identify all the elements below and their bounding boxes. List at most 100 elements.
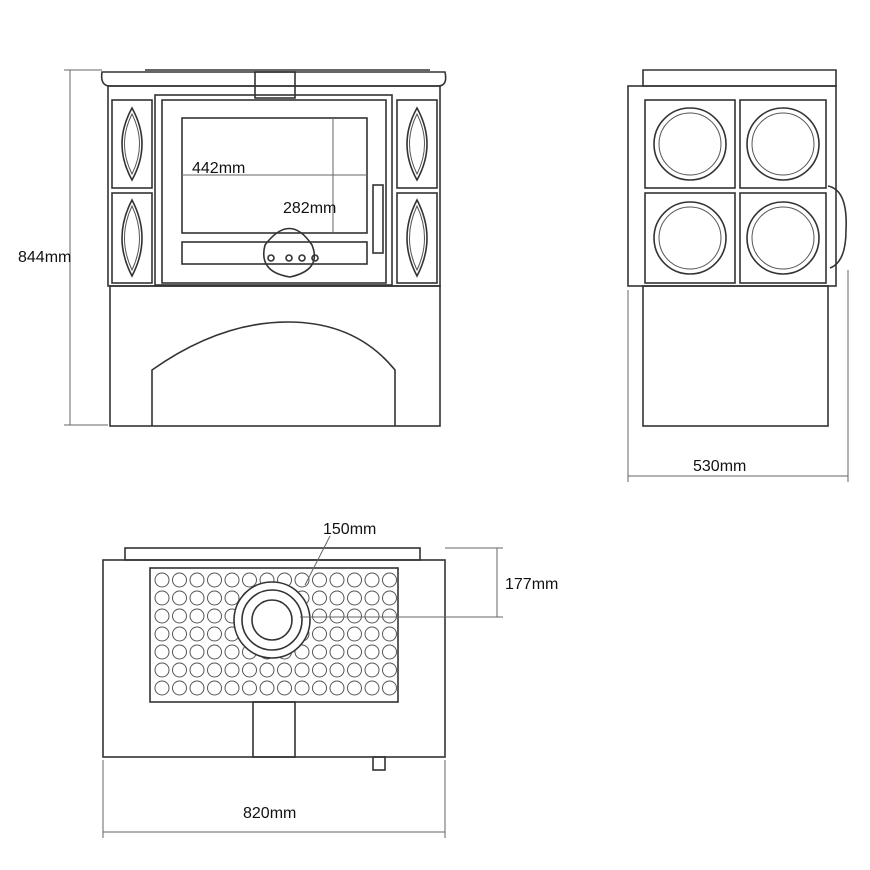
grate-hole: [382, 644, 397, 660]
grate-hole: [207, 608, 222, 624]
grate-hole: [329, 680, 345, 696]
left-tile-top: [111, 99, 153, 189]
right-tile-bottom: [396, 192, 438, 284]
grate-hole: [259, 680, 275, 696]
top-plate-center-block: [254, 71, 296, 99]
door: [161, 99, 387, 284]
side-base: [642, 285, 829, 427]
grate-hole: [294, 644, 310, 660]
flue-offset-dimension-line: [300, 547, 503, 618]
side-tile: [739, 192, 827, 284]
grate-hole: [259, 662, 275, 678]
depth-label: 530mm: [693, 458, 746, 475]
side-door-handle[interactable]: [827, 185, 847, 269]
grate-hole: [294, 572, 310, 588]
grate-hole: [312, 590, 327, 606]
grate-hole: [329, 608, 345, 624]
grate-hole: [172, 662, 187, 678]
front-view: 844mm 442mm 282mm: [18, 69, 447, 427]
grate-hole: [382, 662, 397, 678]
grate-hole: [312, 608, 327, 624]
depth-dimension-line: [627, 270, 849, 482]
glass-height-label: 282mm: [283, 200, 336, 217]
grate-hole: [154, 644, 170, 660]
grate-hole: [154, 626, 170, 642]
leaf-ornament-inner: [124, 112, 425, 272]
grate-hole: [172, 590, 187, 606]
grate-hole: [189, 590, 205, 606]
grate-hole: [189, 644, 205, 660]
flue-diameter-label: 150mm: [323, 521, 376, 538]
grate-hole: [312, 626, 327, 642]
grate-hole: [207, 590, 222, 606]
grate-hole: [347, 662, 362, 678]
flue-diameter-leader: [304, 535, 331, 586]
grate-hole: [364, 572, 380, 588]
grate-hole: [347, 644, 362, 660]
pipe-stub: [372, 756, 386, 771]
grate-hole: [382, 626, 397, 642]
side-tile: [644, 192, 736, 284]
flue-ring-inner: [251, 599, 293, 641]
grate-hole: [154, 608, 170, 624]
flue-ring: [241, 589, 303, 651]
grate-hole: [154, 572, 170, 588]
grate-hole: [382, 572, 397, 588]
control-panel: [263, 227, 316, 278]
grate-hole: [172, 644, 187, 660]
width-dimension-line: [102, 760, 446, 838]
grate-hole: [364, 626, 380, 642]
grate-hole: [347, 590, 362, 606]
grate-hole: [294, 662, 310, 678]
grate-hole: [294, 680, 310, 696]
grate-hole: [224, 662, 240, 678]
grate-hole: [189, 626, 205, 642]
grate-hole: [172, 572, 187, 588]
grate-hole: [347, 608, 362, 624]
grate-hole: [364, 680, 380, 696]
grate-hole: [329, 590, 345, 606]
grate-hole: [347, 626, 362, 642]
door-frame: [154, 94, 393, 286]
flue-ring-outer: [233, 581, 311, 659]
grate-hole: [242, 680, 257, 696]
side-tile: [644, 99, 736, 189]
grate-hole: [242, 662, 257, 678]
door-handle[interactable]: [372, 184, 384, 254]
grate-hole: [189, 608, 205, 624]
grate-hole: [207, 626, 222, 642]
tile-circles: [653, 107, 820, 275]
grate-hole: [189, 662, 205, 678]
grate-hole: [364, 590, 380, 606]
grate-holes: [154, 572, 397, 696]
grate-hole: [329, 626, 345, 642]
grate-hole: [172, 680, 187, 696]
grate-hole: [364, 662, 380, 678]
base-arch: [151, 321, 396, 426]
flue-duct: [252, 701, 296, 758]
grate-hole: [277, 662, 292, 678]
top-rear-plate: [124, 547, 421, 561]
air-vent-bar[interactable]: [181, 241, 368, 265]
control-knobs[interactable]: [267, 254, 319, 262]
height-dimension-line: [64, 69, 108, 426]
grate-hole: [364, 608, 380, 624]
grate-hole: [224, 680, 240, 696]
grate-hole: [382, 590, 397, 606]
grate-hole: [312, 572, 327, 588]
grate-hole: [347, 572, 362, 588]
grate-hole: [312, 644, 327, 660]
grate-hole: [224, 590, 240, 606]
grate-hole: [207, 662, 222, 678]
grate-hole: [382, 608, 397, 624]
height-label: 844mm: [18, 249, 71, 266]
side-tile: [739, 99, 827, 189]
width-label: 820mm: [243, 805, 296, 822]
grate-hole: [189, 680, 205, 696]
grate-hole: [242, 572, 257, 588]
grate-hole: [154, 680, 170, 696]
grate-hole: [154, 590, 170, 606]
grate-hole: [172, 626, 187, 642]
grate-hole: [224, 644, 240, 660]
grate-hole: [207, 644, 222, 660]
